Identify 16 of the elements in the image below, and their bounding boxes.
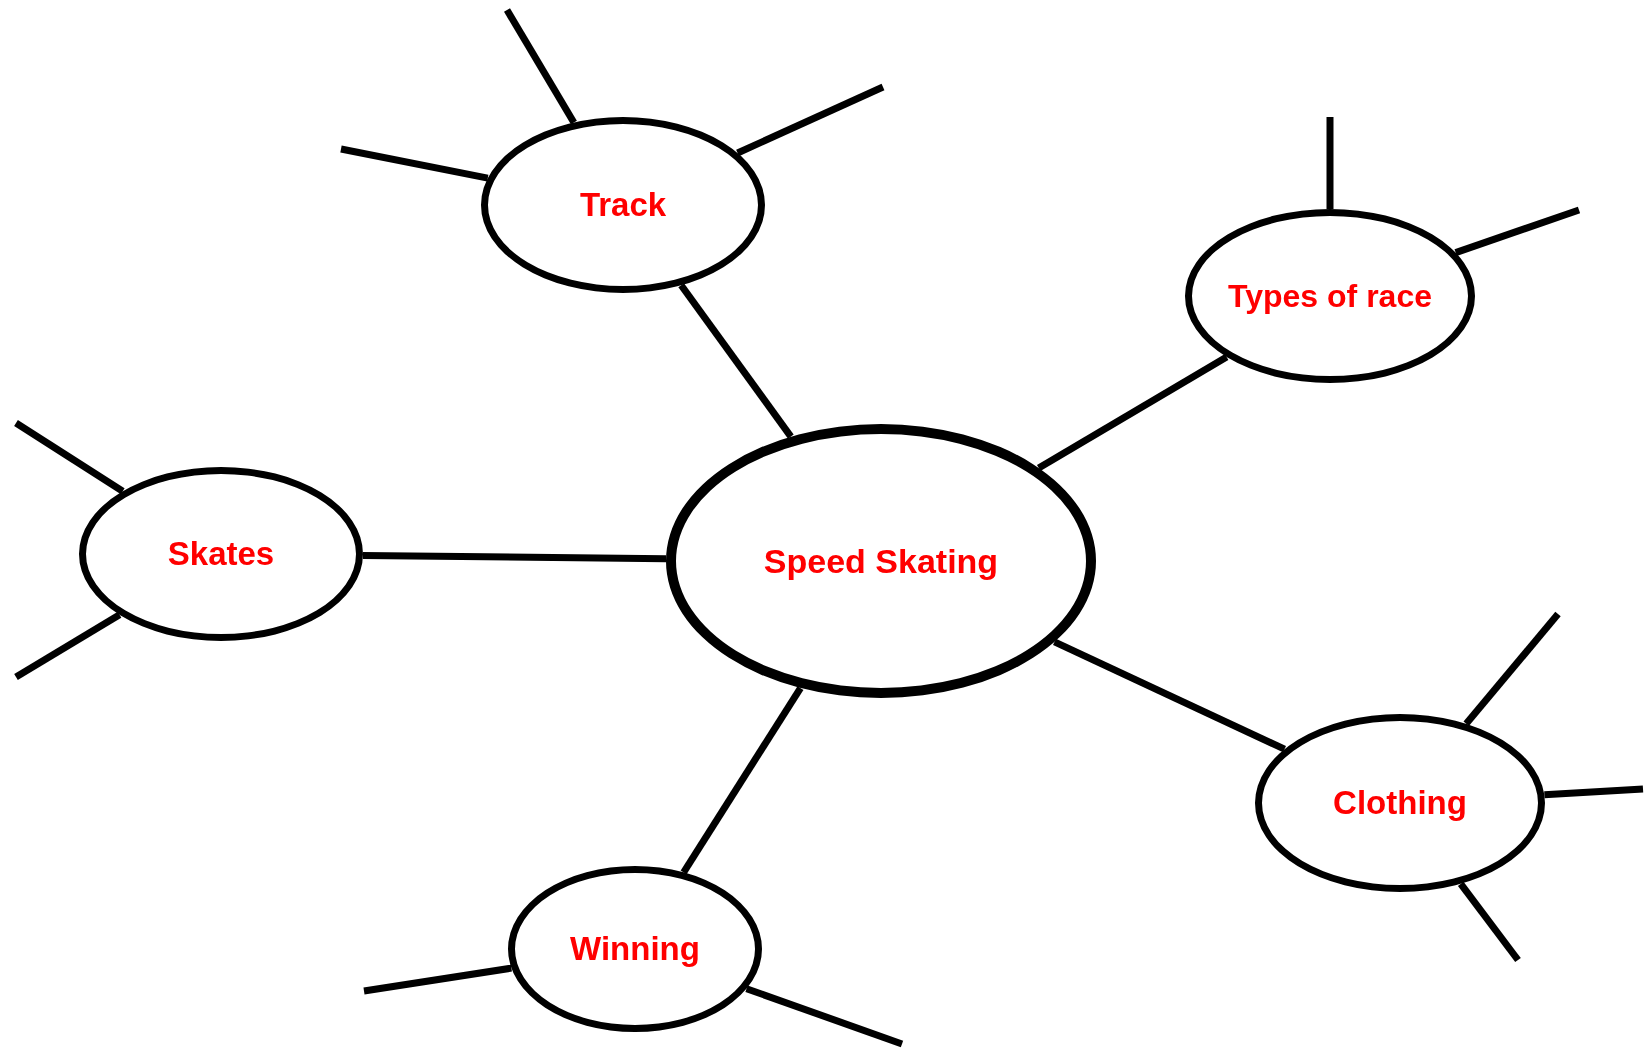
connector-line — [14, 420, 125, 495]
connector-line — [1036, 354, 1229, 471]
topic-label: Skates — [167, 535, 275, 573]
connector-line — [14, 611, 122, 680]
connector-line — [736, 83, 885, 157]
topic-label: Track — [579, 186, 667, 224]
connector-line — [363, 964, 512, 995]
connector-line — [1053, 638, 1286, 753]
topic-label: Winning — [570, 930, 700, 968]
connector-line — [1544, 785, 1644, 799]
topic-label: Speed Skating — [763, 541, 999, 581]
connector-line — [1463, 611, 1561, 727]
connector-line — [362, 552, 667, 563]
connector-line — [340, 145, 489, 182]
topic-label: Clothing — [1333, 784, 1467, 822]
topic-label: Types of race — [1228, 277, 1432, 315]
